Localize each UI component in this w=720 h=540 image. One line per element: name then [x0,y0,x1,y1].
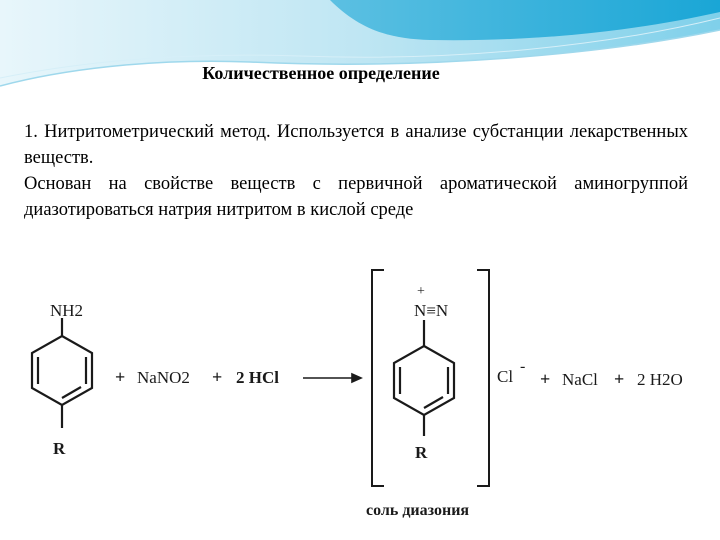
product-bracket-left [371,269,384,487]
paragraph-method: 1. Нитритометрический метод. Используетс… [24,122,688,168]
reactant-amino-group: NH2 [50,301,83,320]
slide-title-text: Количественное определение [202,63,440,83]
reactant-benzene-ring [30,318,94,428]
product-plus-charge: + [417,284,425,299]
reaction-arrow [303,372,363,384]
reaction-scheme: NH2 R + NaNO2 + 2 HCl + N≡N R Cl [30,269,683,519]
product-r-group: R [415,443,428,462]
reactant-r-group: R [53,439,66,458]
counter-ion-charge: - [520,358,525,375]
product-diazo-group: N≡N [414,301,448,320]
slide-body: 1. Нитритометрический метод. Используетс… [24,119,688,223]
slide-title: Количественное определение [0,63,720,84]
byproduct-water: 2 H2O [637,370,683,389]
product-caption: соль диазония [366,502,469,519]
header-wave-decoration [0,0,720,87]
plus-sign-1: + [115,367,125,387]
reagent-hydrochloric-acid: 2 HCl [236,368,279,387]
plus-sign-2: + [212,367,222,387]
product-benzene-ring [392,320,456,436]
counter-ion-chloride: Cl [497,367,513,386]
paragraph-principle: Основан на свойстве веществ с первичной … [24,174,688,220]
plus-sign-4: + [614,369,624,389]
reagent-sodium-nitrite: NaNO2 [137,368,190,387]
byproduct-sodium-chloride: NaCl [562,370,598,389]
product-bracket-right [477,269,490,487]
plus-sign-3: + [540,369,550,389]
